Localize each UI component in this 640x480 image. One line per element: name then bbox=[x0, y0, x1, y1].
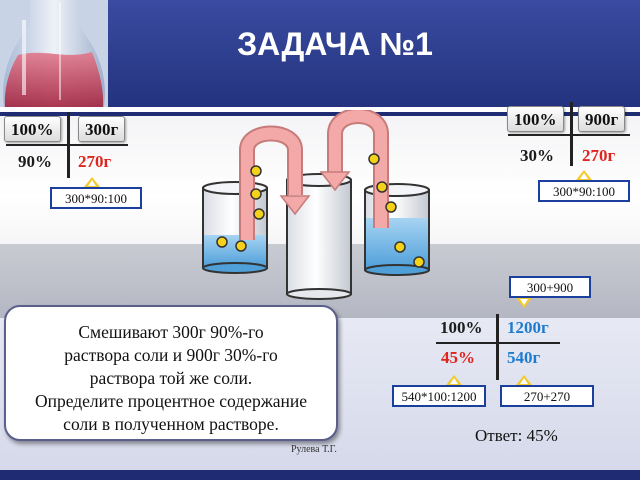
sum-divider-h bbox=[436, 342, 560, 344]
sum-salt-arrow bbox=[516, 375, 532, 385]
sum-total-mass: 1200г bbox=[507, 318, 549, 337]
left-pipe bbox=[239, 125, 311, 240]
author-credit: Рулева Т.Г. bbox=[291, 444, 337, 455]
sum-total-salt: 540г bbox=[507, 348, 541, 367]
left-divider-h bbox=[6, 144, 128, 146]
right-salt-mass: 270г bbox=[582, 146, 616, 165]
problem-line: раствора той же соли. bbox=[89, 368, 253, 388]
footer-band bbox=[0, 470, 640, 480]
left-percent-total: 100% bbox=[4, 116, 61, 142]
left-calc: 300*90:100 bbox=[50, 187, 142, 209]
bubbles bbox=[216, 153, 425, 268]
page-title: ЗАДАЧА №1 bbox=[237, 26, 433, 62]
problem-statement: Смешивают 300г 90%-го раствора соли и 90… bbox=[4, 305, 338, 441]
sum-salt-calc: 270+270 bbox=[500, 385, 594, 407]
right-percent-total: 100% bbox=[507, 106, 564, 132]
sum-mass-arrow bbox=[516, 298, 532, 308]
sum-mass-calc: 300+900 bbox=[509, 276, 591, 298]
problem-line: раствора соли и 900г 30%-го bbox=[64, 345, 278, 365]
sum-result-percent: 45% bbox=[441, 348, 475, 367]
header-stripe-white bbox=[0, 107, 640, 112]
left-mass: 300г bbox=[78, 116, 126, 142]
right-percent: 30% bbox=[520, 146, 554, 165]
right-mass: 900г bbox=[578, 106, 626, 132]
right-divider-h bbox=[508, 134, 630, 136]
flask-image bbox=[0, 0, 108, 107]
right-calc-arrow bbox=[576, 170, 592, 180]
problem-line: Определите процентное содержание bbox=[34, 391, 308, 411]
answer-text: Ответ: 45% bbox=[475, 426, 558, 445]
beakers-illustration bbox=[202, 110, 430, 300]
left-beaker bbox=[202, 181, 268, 274]
left-salt-mass: 270г bbox=[78, 152, 112, 171]
right-calc: 300*90:100 bbox=[538, 180, 630, 202]
sum-percent-arrow bbox=[446, 375, 462, 385]
problem-line: Смешивают 300г 90%-го bbox=[78, 322, 264, 342]
left-calc-arrow bbox=[84, 177, 100, 187]
sum-percent-calc: 540*100:1200 bbox=[392, 385, 486, 407]
header-stripe-dark bbox=[0, 112, 640, 116]
right-pipe bbox=[319, 110, 389, 228]
sum-divider-v bbox=[496, 314, 499, 380]
problem-line: соли в полученном растворе. bbox=[63, 414, 279, 434]
sum-percent-total: 100% bbox=[440, 318, 483, 337]
left-percent: 90% bbox=[18, 152, 52, 171]
